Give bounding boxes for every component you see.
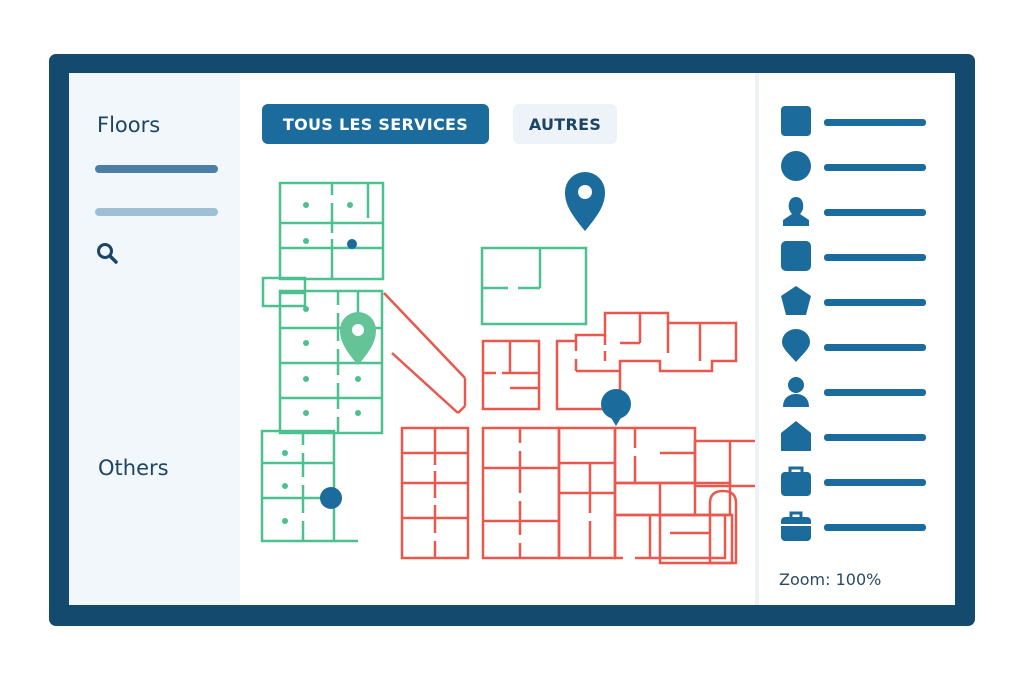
panel-divider bbox=[755, 73, 759, 605]
circle-icon bbox=[781, 151, 811, 181]
location-pin-blue-bottom[interactable] bbox=[601, 389, 631, 426]
legend-label-bar bbox=[824, 434, 926, 441]
legend-label-bar bbox=[824, 254, 926, 261]
green-wing-floorplan bbox=[260, 181, 588, 543]
legend-item-9[interactable] bbox=[779, 464, 939, 498]
app-screen: Floors Others TOUS LES SERVICES AUTRES bbox=[69, 73, 955, 605]
legend-item-5[interactable] bbox=[779, 284, 939, 318]
house-icon bbox=[781, 421, 811, 451]
legend-label-bar bbox=[824, 524, 926, 531]
floor-item-2[interactable] bbox=[95, 208, 218, 216]
pentagon-icon bbox=[781, 286, 811, 315]
zoom-level-label: Zoom: 100% bbox=[779, 570, 882, 589]
search-icon bbox=[97, 243, 118, 264]
red-wing-floorplan bbox=[400, 311, 755, 565]
person-bust-icon bbox=[783, 197, 809, 226]
square-icon bbox=[781, 241, 811, 271]
legend-item-4[interactable] bbox=[779, 239, 939, 273]
others-heading: Others bbox=[98, 456, 169, 480]
location-dot-small bbox=[347, 239, 357, 249]
legend-item-2[interactable] bbox=[779, 149, 939, 183]
legend-panel: Zoom: 100% bbox=[759, 73, 955, 605]
legend-item-10[interactable] bbox=[779, 509, 939, 543]
square-icon bbox=[781, 106, 811, 136]
pin-icon bbox=[782, 329, 810, 362]
tab-all-services[interactable]: TOUS LES SERVICES bbox=[262, 104, 489, 144]
legend-label-bar bbox=[824, 389, 926, 396]
location-dot-left[interactable] bbox=[320, 487, 342, 509]
search-button[interactable] bbox=[95, 241, 121, 267]
green-wing-door-gaps bbox=[301, 195, 518, 521]
location-pin-green[interactable] bbox=[340, 312, 376, 365]
floor-item-1[interactable] bbox=[95, 165, 218, 173]
red-wing-door-gaps bbox=[433, 345, 637, 560]
map-area: TOUS LES SERVICES AUTRES bbox=[240, 73, 755, 605]
floor-plan-map[interactable] bbox=[240, 73, 755, 605]
person-icon bbox=[783, 377, 809, 407]
legend-label-bar bbox=[824, 479, 926, 486]
legend-label-bar bbox=[824, 344, 926, 351]
briefcase-icon bbox=[781, 466, 811, 496]
legend-label-bar bbox=[824, 119, 926, 126]
legend-label-bar bbox=[824, 164, 926, 171]
legend-item-7[interactable] bbox=[779, 374, 939, 408]
connecting-corridor bbox=[383, 292, 467, 414]
legend-item-6[interactable] bbox=[779, 329, 939, 363]
toolbox-icon bbox=[781, 511, 811, 541]
legend-item-1[interactable] bbox=[779, 104, 939, 138]
legend-label-bar bbox=[824, 209, 926, 216]
location-pin-blue-top[interactable] bbox=[565, 172, 605, 231]
tab-others[interactable]: AUTRES bbox=[513, 104, 617, 144]
legend-label-bar bbox=[824, 299, 926, 306]
legend-item-3[interactable] bbox=[779, 194, 939, 228]
floors-heading: Floors bbox=[97, 113, 161, 137]
green-wing-room-dots bbox=[282, 202, 361, 524]
floors-sidebar: Floors Others bbox=[69, 73, 240, 605]
legend-item-8[interactable] bbox=[779, 419, 939, 453]
